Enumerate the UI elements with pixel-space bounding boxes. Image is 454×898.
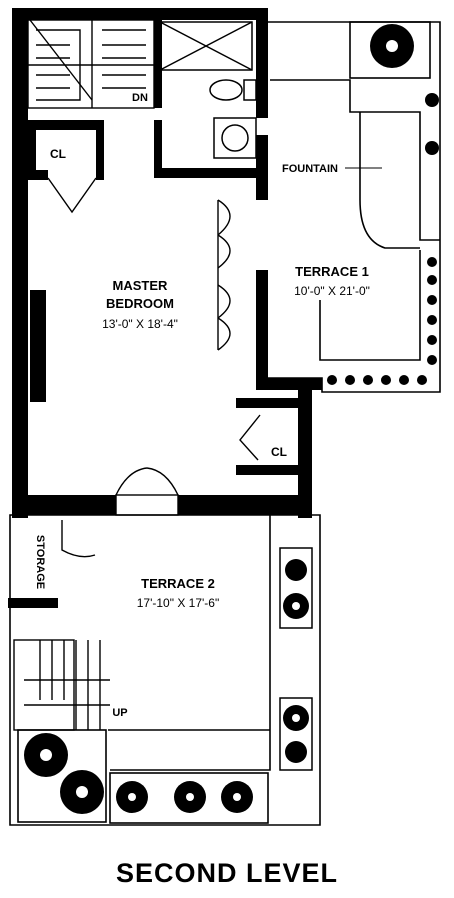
plants <box>24 24 439 814</box>
terrace-1-name: TERRACE 1 <box>295 264 369 279</box>
page-title: SECOND LEVEL <box>115 858 339 888</box>
master-bedroom-name-2: BEDROOM <box>106 296 174 311</box>
walls <box>8 8 322 608</box>
closet-doors <box>217 199 231 351</box>
closet-top-door <box>47 177 97 214</box>
closet-right-door <box>239 414 261 461</box>
fountain-label: FOUNTAIN <box>282 163 338 175</box>
closet-right-label: CL <box>271 445 287 459</box>
master-bedroom-name-1: MASTER <box>113 278 169 293</box>
planter-terrace2-lower <box>279 697 313 771</box>
master-bedroom-dims: 13'-0" X 18'-4" <box>102 317 178 331</box>
planter-terrace2-upper <box>279 547 313 629</box>
terrace-2-dims: 17'-10" X 17'-6" <box>137 596 219 610</box>
bathroom <box>159 21 257 159</box>
stair-down-label: DN <box>132 92 148 104</box>
closet-top-label: CL <box>50 147 66 161</box>
storage-door <box>61 520 96 558</box>
terrace-1-dims: 10'-0" X 21'-0" <box>294 284 370 298</box>
terrace-1-area <box>268 21 441 393</box>
bedroom-doors <box>115 467 179 516</box>
terrace-2-name: TERRACE 2 <box>141 576 215 591</box>
stair-up-label: UP <box>112 707 127 719</box>
stair-up <box>13 639 110 731</box>
storage-label: STORAGE <box>34 535 46 589</box>
terrace-2-area <box>9 514 321 826</box>
